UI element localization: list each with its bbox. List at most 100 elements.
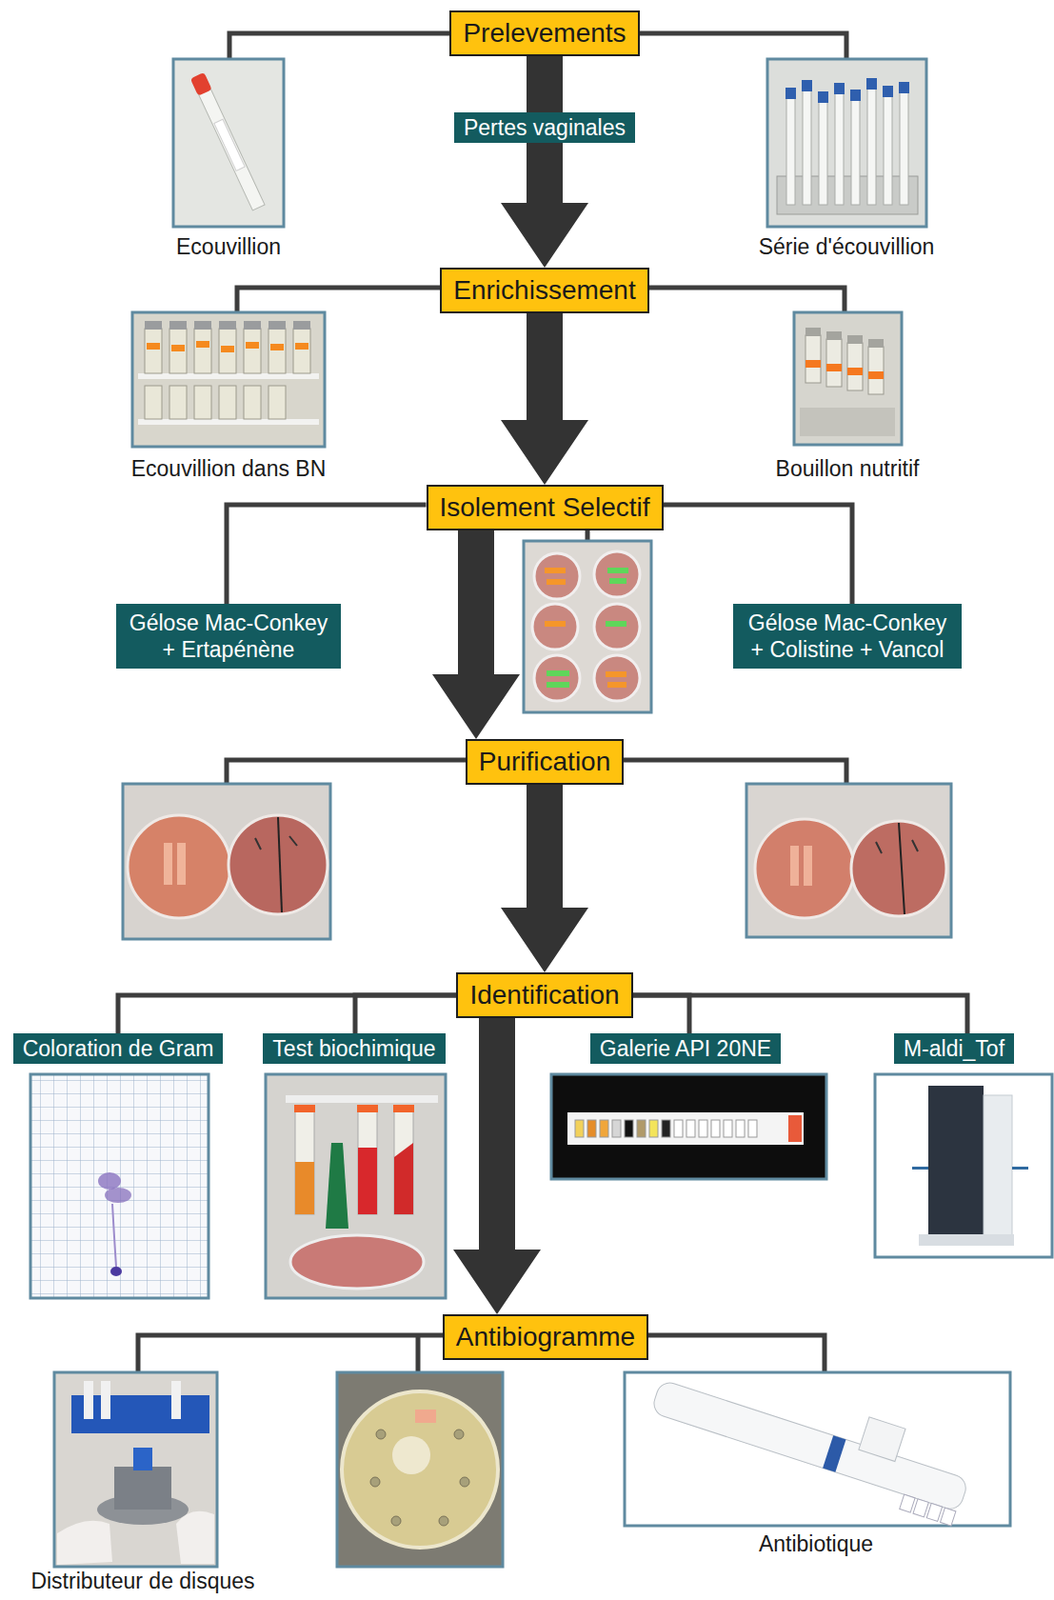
detail-box: Gélose Mac-Conkey + Colistine + Vancol xyxy=(733,603,962,669)
antibiotic-cartridge-photo-part-part-part xyxy=(940,1507,956,1526)
branch-connector xyxy=(663,504,854,604)
plates-photo-part-part xyxy=(546,578,566,585)
purification-photo xyxy=(746,783,952,937)
antibiogram-plate-photo-part-part xyxy=(391,1515,401,1526)
plates-photo-part-part xyxy=(594,603,640,650)
gram-slide-photo-part xyxy=(112,1203,117,1267)
maldi-tof-photo-part xyxy=(875,1073,1053,1257)
plates-photo-part xyxy=(532,551,640,701)
biochemical-tubes-photo-part xyxy=(294,1104,415,1113)
photo-caption: Ecouvillion xyxy=(176,234,281,259)
box-text: Galerie API 20NE xyxy=(599,1034,772,1062)
branch-lines xyxy=(138,33,847,1373)
branch-line xyxy=(663,504,854,604)
plates-photo-part-part xyxy=(594,655,640,701)
step-box: Enrichissement xyxy=(439,267,649,314)
api-strip-photo-part-part xyxy=(674,1119,683,1137)
swab-rack-photo-part xyxy=(776,176,918,215)
plates-photo-part xyxy=(523,540,652,713)
antibiogram-plate-photo-part xyxy=(392,1435,431,1474)
broth-rack-photo-part xyxy=(144,320,311,330)
broth-rack-photo-part xyxy=(146,340,309,353)
broth-rack-photo-part-part xyxy=(218,320,237,330)
broth-photo-part-part xyxy=(868,346,884,395)
broth-rack-photo-part-part xyxy=(169,385,187,419)
broth-rack-photo-part-part xyxy=(144,320,162,330)
broth-rack-photo-part-part xyxy=(218,328,237,374)
box-text: Coloration de Gram xyxy=(22,1034,215,1062)
box-text: Gélose Mac-Conkey + Ertapénène xyxy=(125,609,332,663)
purification-photo xyxy=(122,783,331,939)
broth-photo-part-part xyxy=(826,338,842,387)
disk-dispenser-photo-part xyxy=(114,1466,172,1510)
broth-photo-part-part xyxy=(847,335,863,344)
gram-slide-photo-part xyxy=(104,1187,132,1203)
swab-rack-photo-part-part xyxy=(850,89,861,101)
photo-caption: Distributeur de disques xyxy=(30,1568,255,1593)
swab-rack-photo-part-part xyxy=(785,87,796,100)
photo-caption: Ecouvillion dans BN xyxy=(131,456,327,481)
antibiogram-plate-photo xyxy=(337,1372,503,1567)
purification-photo-part xyxy=(228,815,328,915)
broth-photo-part-part xyxy=(805,335,821,383)
plates-photo-part-part xyxy=(546,681,570,688)
antibiotic-cartridge-photo-part-part xyxy=(899,1493,956,1526)
swab-rack-photo-part-part xyxy=(802,87,812,205)
disk-dispenser-photo-part-part xyxy=(171,1380,181,1419)
step-box: Isolement Selectif xyxy=(426,484,664,531)
maldi-tof-photo xyxy=(875,1073,1053,1257)
purification-photo-part xyxy=(127,815,231,918)
biochemical-tubes-photo-part xyxy=(394,1142,414,1214)
box-text: Antibiogramme xyxy=(456,1319,636,1354)
antibiogram-plate-photo-part-part xyxy=(454,1429,464,1439)
branch-line xyxy=(118,994,457,1034)
gram-slide-photo xyxy=(30,1073,209,1298)
biochemical-tubes-photo-part xyxy=(357,1147,378,1214)
broth-photo-part xyxy=(799,407,895,437)
box-text: Isolement Selectif xyxy=(439,490,651,525)
antibiogram-plate-photo-part xyxy=(341,1391,498,1548)
broth-rack-photo-part-part xyxy=(268,320,286,330)
swab-rack-photo-part xyxy=(767,59,927,227)
broth-photo-part xyxy=(805,359,884,379)
biochemical-tubes-photo-part xyxy=(357,1109,378,1214)
swab-rack-photo-part-part xyxy=(801,79,813,92)
antibiotic-cartridge-photo-part xyxy=(624,1372,1011,1526)
antibiotic-cartridge-photo-part-part xyxy=(858,1416,906,1462)
biochemical-tubes-photo-part xyxy=(290,1234,424,1289)
purification-photo-part xyxy=(746,783,952,937)
broth-photo-part-part xyxy=(868,338,884,348)
flow-arrow xyxy=(432,530,520,739)
broth-photo-part-part xyxy=(805,359,821,368)
box-text: Identification xyxy=(469,977,619,1013)
broth-rack-photo-part-part xyxy=(146,342,160,350)
biochemical-tubes-photo-part xyxy=(394,1109,414,1214)
detail-box: Gélose Mac-Conkey + Ertapénène xyxy=(116,603,341,669)
api-strip-photo-part-part xyxy=(698,1119,708,1137)
maldi-tof-photo-part xyxy=(983,1094,1013,1243)
swab-rack-photo-part-part xyxy=(818,99,828,205)
swab-rack-photo-part-part xyxy=(817,91,829,103)
disk-dispenser-photo-part xyxy=(133,1447,153,1471)
biochemical-tubes-photo xyxy=(265,1073,446,1298)
plates-photo-part xyxy=(546,567,629,688)
biochemical-tubes-photo-part-part xyxy=(294,1104,316,1113)
swab-photo-part xyxy=(190,72,266,211)
broth-photo-part-part xyxy=(826,331,842,340)
swab-rack-photo-part-part xyxy=(882,85,894,98)
antibiogram-plate-photo-part xyxy=(415,1409,437,1423)
api-strip-photo-part-part xyxy=(636,1119,646,1137)
antibiogram-plate-photo-part xyxy=(370,1429,470,1526)
api-strip-photo-part-part xyxy=(711,1119,720,1137)
plates-photo-part-part xyxy=(605,620,627,627)
plates-photo-part-part xyxy=(532,603,578,650)
plates-photo-part-part xyxy=(534,553,580,599)
swab-rack-photo-part-part xyxy=(851,97,860,205)
broth-rack-photo-part-part xyxy=(218,385,237,419)
branch-line xyxy=(226,504,427,604)
box-text: Gélose Mac-Conkey + Colistine + Vancol xyxy=(742,609,953,663)
disk-dispenser-photo-part xyxy=(176,1511,215,1564)
broth-rack-photo-part-part xyxy=(293,328,311,374)
api-strip-photo-part xyxy=(551,1073,827,1179)
